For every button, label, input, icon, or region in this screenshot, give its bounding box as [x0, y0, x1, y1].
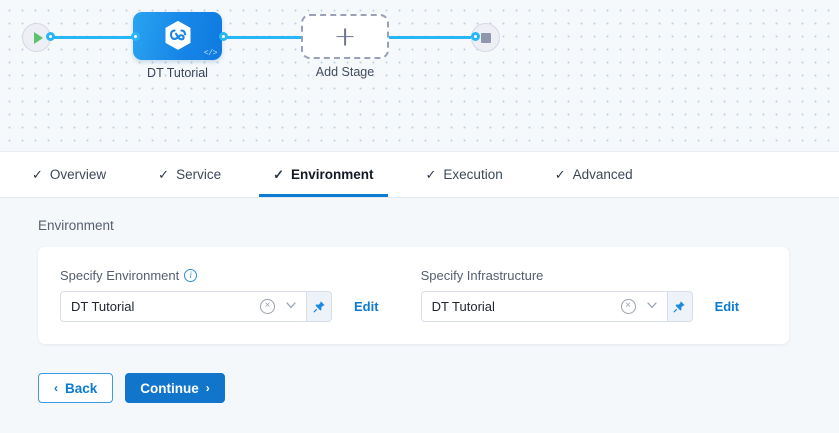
- check-icon: ✓: [158, 167, 170, 182]
- stage-node-label: DT Tutorial: [147, 66, 208, 80]
- specify-environment-label-row: Specify Environment i: [60, 267, 379, 283]
- infrastructure-select-value: DT Tutorial: [431, 299, 495, 314]
- code-badge-icon: </>: [203, 49, 218, 58]
- port-stage-input[interactable]: [131, 32, 140, 41]
- environment-edit-link[interactable]: Edit: [354, 299, 379, 314]
- add-stage-node[interactable]: [301, 14, 389, 59]
- continue-button-label: Continue: [140, 380, 199, 396]
- specify-environment-label: Specify Environment: [60, 267, 180, 283]
- chevron-right-icon: ›: [205, 381, 210, 395]
- wizard-footer: ‹ Back Continue ›: [38, 373, 839, 403]
- plus-icon-vertical: [344, 28, 346, 45]
- environment-select[interactable]: DT Tutorial ×: [60, 291, 307, 322]
- tab-advanced[interactable]: ✓ Advanced: [541, 152, 647, 197]
- connector-line-add-to-end: [385, 36, 477, 39]
- infrastructure-pin-button[interactable]: [667, 291, 693, 322]
- tab-service[interactable]: ✓ Service: [144, 152, 235, 197]
- specify-infrastructure-group: Specify Infrastructure DT Tutorial ×: [420, 267, 740, 322]
- back-button[interactable]: ‹ Back: [38, 373, 114, 403]
- specify-infrastructure-row: DT Tutorial × Edit: [420, 291, 740, 322]
- pipeline-canvas[interactable]: </> DT Tutorial Add Stage: [0, 0, 839, 152]
- connector-line-start-to-stage: [44, 36, 136, 39]
- stop-icon: [480, 32, 491, 43]
- check-icon: ✓: [32, 167, 43, 182]
- stage-node-dt-tutorial[interactable]: </>: [133, 12, 222, 60]
- check-icon: ✓: [273, 167, 284, 182]
- environment-panel: Environment Specify Environment i DT Tut…: [0, 198, 839, 433]
- chevron-left-icon: ‹: [54, 381, 58, 395]
- tab-environment-label: Environment: [291, 167, 374, 182]
- tab-overview[interactable]: ✓ Overview: [18, 152, 120, 197]
- infrastructure-edit-link[interactable]: Edit: [714, 299, 740, 314]
- clear-icon[interactable]: ×: [260, 299, 275, 314]
- specify-infrastructure-label-row: Specify Infrastructure: [421, 267, 740, 283]
- section-title: Environment: [38, 218, 114, 233]
- clear-icon[interactable]: ×: [620, 299, 636, 314]
- port-end-input[interactable]: [471, 32, 480, 41]
- add-stage-label: Add Stage: [315, 65, 375, 79]
- pin-icon: [673, 301, 685, 313]
- port-stage-output[interactable]: [219, 32, 228, 41]
- info-icon[interactable]: i: [184, 268, 198, 282]
- environment-pin-button[interactable]: [307, 291, 332, 322]
- continue-button[interactable]: Continue ›: [125, 373, 225, 403]
- pin-icon: [313, 301, 325, 313]
- check-icon: ✓: [425, 167, 437, 182]
- hexagon-infinity-icon: [163, 19, 193, 51]
- port-start-output[interactable]: [46, 32, 55, 41]
- pipeline-graph: </> DT Tutorial Add Stage: [0, 0, 839, 151]
- tab-execution-label: Execution: [443, 167, 503, 182]
- play-icon: [33, 31, 43, 44]
- chevron-down-icon[interactable]: [286, 301, 296, 312]
- infrastructure-select[interactable]: DT Tutorial ×: [420, 291, 668, 322]
- connector-line-stage-to-add: [225, 36, 310, 39]
- environment-card: Specify Environment i DT Tutorial ×: [38, 247, 789, 344]
- stage-tab-bar: ✓ Overview ✓ Service ✓ Environment ✓ Exe…: [0, 152, 839, 198]
- tab-environment[interactable]: ✓ Environment: [259, 152, 388, 197]
- check-icon: ✓: [554, 167, 566, 182]
- back-button-label: Back: [65, 380, 98, 396]
- tab-overview-label: Overview: [49, 167, 107, 182]
- specify-infrastructure-label: Specify Infrastructure: [420, 267, 544, 283]
- tab-advanced-label: Advanced: [572, 167, 633, 182]
- tab-service-label: Service: [176, 167, 222, 182]
- tab-execution[interactable]: ✓ Execution: [412, 152, 517, 197]
- environment-select-value: DT Tutorial: [71, 299, 135, 314]
- specify-environment-group: Specify Environment i DT Tutorial ×: [60, 267, 379, 322]
- specify-environment-row: DT Tutorial × Edit: [60, 291, 379, 322]
- chevron-down-icon[interactable]: [646, 301, 657, 312]
